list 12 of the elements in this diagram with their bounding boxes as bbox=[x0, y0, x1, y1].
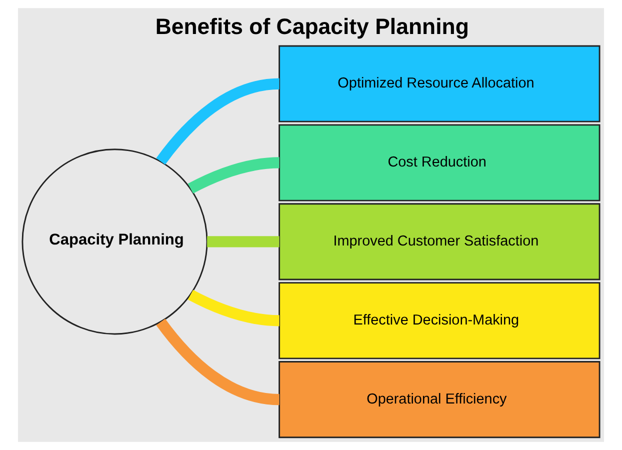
node-box: Cost Reduction bbox=[278, 124, 600, 202]
connector bbox=[188, 157, 280, 194]
node-box: Improved Customer Satisfaction bbox=[278, 203, 600, 280]
connector bbox=[156, 318, 280, 406]
connector bbox=[207, 236, 280, 248]
connector bbox=[156, 78, 280, 165]
node-circle: Capacity Planning bbox=[22, 148, 208, 335]
diagram-title: Benefits of Capacity Planning bbox=[155, 14, 469, 39]
connector bbox=[188, 290, 280, 326]
node-box: Operational Efficiency bbox=[278, 361, 600, 438]
node-box: Effective Decision-Making bbox=[278, 282, 600, 360]
node-box: Optimized Resource Allocation bbox=[278, 45, 600, 122]
